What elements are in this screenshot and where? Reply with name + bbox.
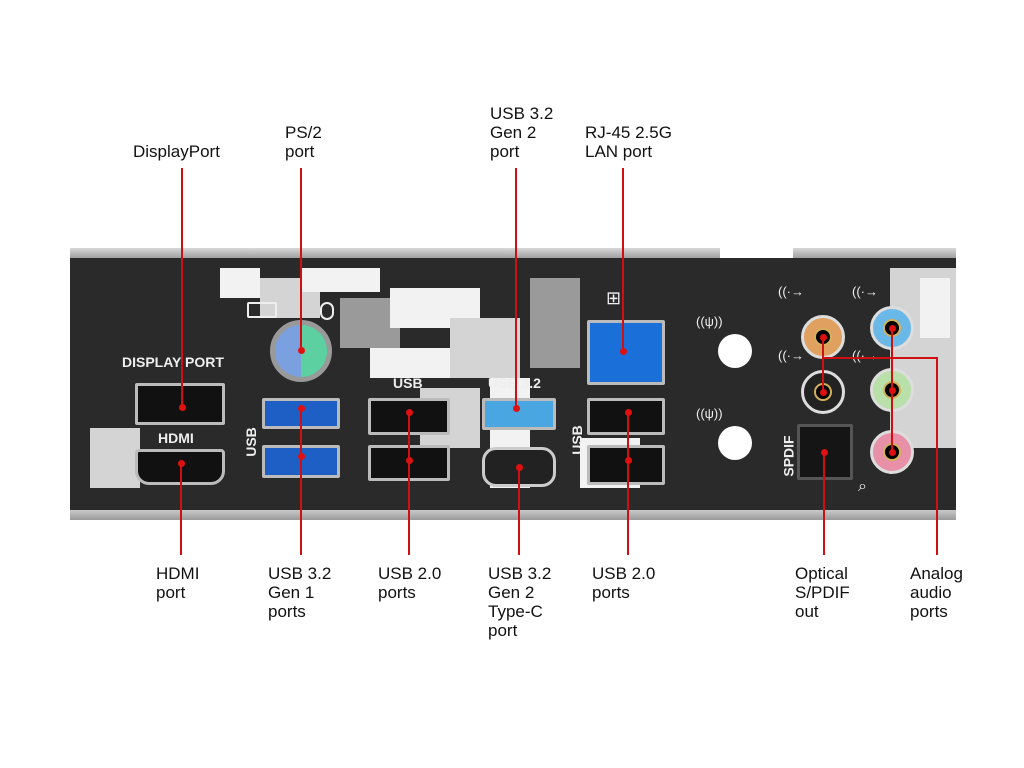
label-analog-audio: Analog audio ports [910, 564, 963, 621]
top-rail-left [70, 248, 720, 259]
callout-line [822, 337, 824, 392]
keyboard-icon [247, 302, 277, 318]
usb20-port [587, 398, 665, 435]
microphone-icon: ⌕ [858, 478, 867, 495]
bottom-rail [70, 507, 956, 520]
panel-label-hdmi: HDMI [158, 430, 194, 446]
callout-line [627, 412, 629, 555]
label-usb32-gen2-port: USB 3.2 Gen 2 port [490, 104, 554, 161]
antenna-icon: ((ψ)) [696, 314, 723, 329]
speaker-icon: ((·→ [778, 348, 804, 363]
usb20-port [587, 445, 665, 485]
optical-spdif-port [797, 424, 853, 480]
callout-line [515, 168, 517, 408]
mouse-icon [320, 302, 334, 320]
callout-line [181, 168, 183, 407]
label-usb20-ports-left: USB 2.0 ports [378, 564, 442, 602]
label-usb-typec-port: USB 3.2 Gen 2 Type-C port [488, 564, 552, 640]
label-displayport: DisplayPort [133, 142, 220, 161]
callout-line [936, 357, 938, 555]
panel-label-usb32: USB 3.2 [488, 375, 541, 391]
antenna-hole [718, 426, 752, 460]
panel-label-usb-vertical: USB [242, 427, 259, 457]
label-rj45-lan-port: RJ-45 2.5G LAN port [585, 123, 672, 161]
label-hdmi-port: HDMI port [156, 564, 200, 602]
line-out-icon: ((·→ [852, 284, 878, 299]
callout-line [180, 463, 182, 555]
panel-label-displayport: DISPLAY PORT [122, 354, 224, 370]
callout-line [823, 452, 825, 555]
callout-line [300, 408, 302, 555]
callout-line [822, 357, 938, 359]
label-usb32-gen1-ports: USB 3.2 Gen 1 ports [268, 564, 332, 621]
speaker-icon: ((·→ [852, 348, 878, 363]
label-usb20-ports-right: USB 2.0 ports [592, 564, 656, 602]
callout-line [622, 168, 624, 351]
label-ps2-port: PS/2 port [285, 123, 322, 161]
top-rail-right [793, 248, 956, 259]
panel-label-usb-right: USB [568, 425, 585, 455]
line-in-icon: ((·→ [778, 284, 804, 299]
network-icon: ⊞ [606, 288, 622, 308]
panel-label-usb: USB [393, 375, 423, 391]
callout-line [518, 467, 520, 555]
panel-label-spdif: SPDIF [780, 435, 797, 477]
callout-line [300, 168, 302, 350]
callout-line [408, 412, 410, 555]
antenna-hole [718, 334, 752, 368]
label-optical-spdif: Optical S/PDIF out [795, 564, 850, 621]
antenna-icon: ((ψ)) [696, 406, 723, 421]
usb32-gen2-port [482, 398, 556, 430]
